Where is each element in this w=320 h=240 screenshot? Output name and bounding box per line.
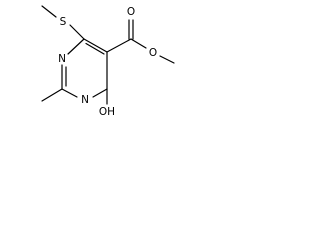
chemical-structure-diagram: S O O N N OH — [41, 5, 175, 118]
bond-methyl-s — [41, 5, 57, 18]
bond-n1-c2 — [61, 88, 78, 98]
bond-c6-n1 — [92, 88, 108, 98]
bond-c2-methyl — [41, 88, 63, 102]
bond-c4-c5-double — [85, 42, 105, 55]
carbonyl-oxygen-label: O — [127, 6, 135, 18]
ester-oxygen-label: O — [149, 47, 157, 59]
bonds — [41, 5, 175, 105]
bond-carbonyl-oester — [130, 38, 147, 49]
bond-c5-carbonyl — [106, 38, 132, 53]
atom-labels: S O O N N OH — [58, 6, 157, 118]
hydroxyl-label: OH — [99, 106, 115, 118]
bond-n3-c4 — [67, 38, 85, 55]
bond-oester-methyl — [159, 55, 175, 64]
ring-nitrogen-left-label: N — [58, 53, 66, 65]
ring-nitrogen-bottom-label: N — [81, 94, 89, 106]
sulfur-label: S — [60, 16, 67, 28]
bond-s-c4 — [69, 24, 85, 40]
bond-c4-c5 — [83, 38, 108, 53]
